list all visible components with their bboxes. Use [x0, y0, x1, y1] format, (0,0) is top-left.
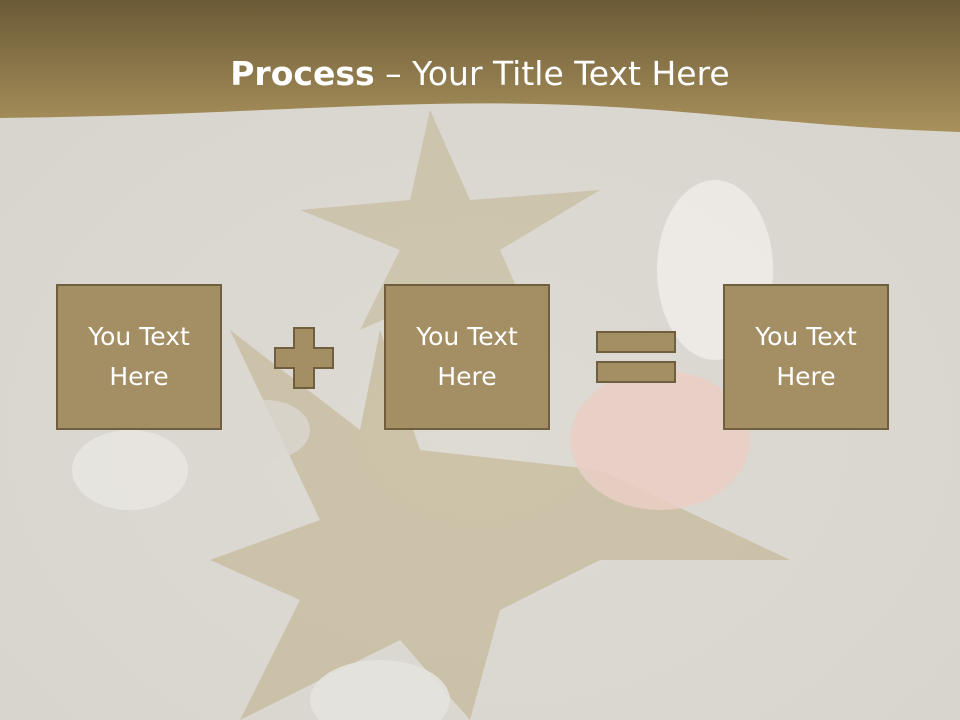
title-bold: Process — [230, 54, 375, 93]
pink-shell — [570, 370, 750, 510]
plus-icon — [274, 327, 334, 389]
slide-title: Process – Your Title Text Here — [0, 52, 960, 96]
header-banner — [0, 0, 960, 132]
process-box-2: You Text Here — [384, 284, 550, 430]
process-box-label: You Text Here — [755, 322, 857, 391]
process-box-label: You Text Here — [416, 322, 518, 391]
process-box-label: You Text Here — [88, 322, 190, 391]
title-dash: – — [374, 54, 413, 93]
process-box-1: You Text Here — [56, 284, 222, 430]
starfish-top — [300, 110, 600, 340]
equals-icon — [596, 331, 676, 383]
starfish-large — [210, 330, 790, 720]
title-text: Your Title Text Here — [412, 54, 730, 93]
process-box-3: You Text Here — [723, 284, 889, 430]
